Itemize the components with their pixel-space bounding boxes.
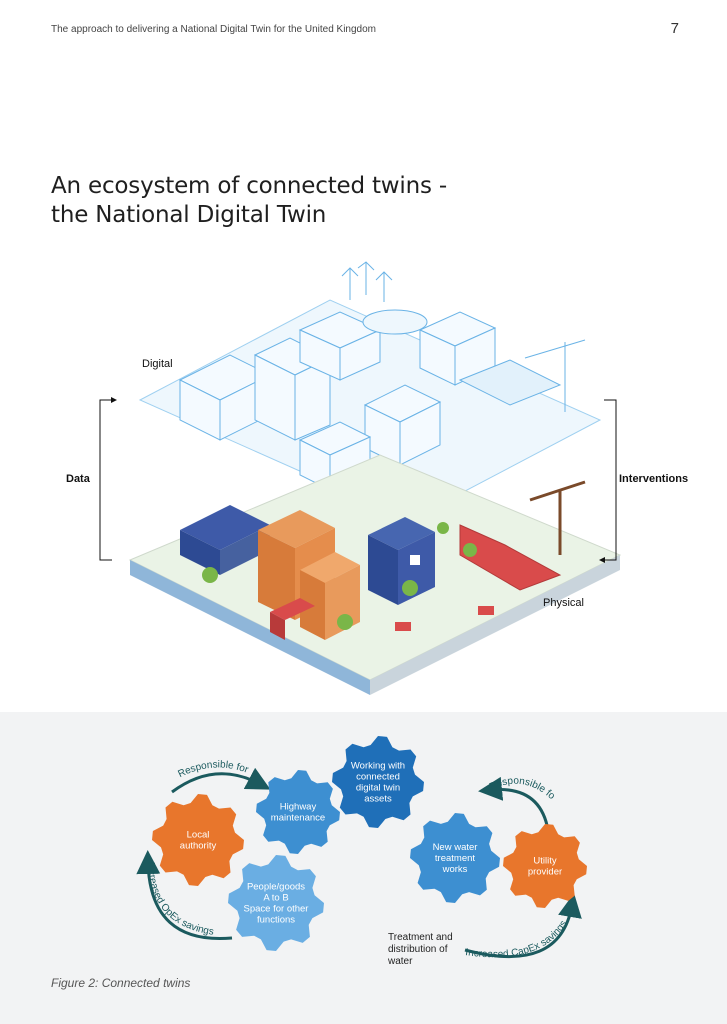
physical-layer (128, 454, 622, 695)
connected-twins-gear-diagram: Responsible for Responsible for Increase… (0, 712, 587, 967)
responsible-arrow-left (171, 767, 271, 794)
svg-text:Increased CapEx savings: Increased CapEx savings (465, 919, 570, 961)
title-line-1: An ecosystem of connected twins - (51, 173, 447, 199)
page-number: 7 (670, 20, 679, 37)
opex-arrow (136, 850, 233, 941)
title-line-2: the National Digital Twin (51, 202, 327, 228)
interventions-label: Interventions (619, 473, 689, 485)
capex-arrow (464, 893, 582, 958)
gear-shape (152, 794, 244, 886)
running-header: The approach to delivering a National Di… (51, 24, 376, 35)
section-title: An ecosystem of connected twins - the Na… (51, 172, 447, 230)
gear-shape (256, 770, 340, 854)
physical-label: Physical (543, 597, 584, 609)
responsible-arrow-right (478, 776, 550, 831)
data-label: Data (66, 473, 90, 485)
digital-twin-city-illustration (99, 261, 622, 695)
digital-layer (138, 261, 602, 521)
gear-shape (228, 855, 324, 951)
figure-caption: Figure 2: Connected twins (51, 976, 191, 990)
digital-label: Digital (142, 358, 173, 370)
gear-shape (410, 813, 500, 903)
gear-shape (503, 824, 587, 908)
gear-shape (332, 736, 424, 828)
capex-label: Increased CapEx savings (465, 919, 570, 961)
